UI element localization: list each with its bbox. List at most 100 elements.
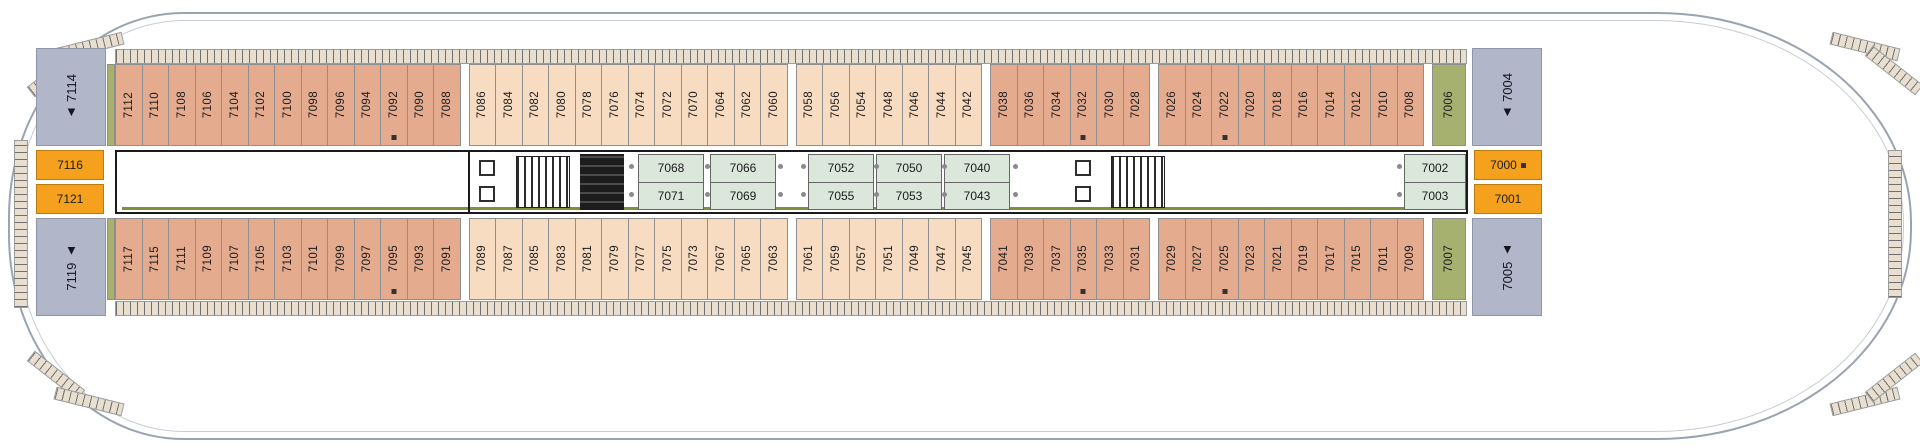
cabin-7057[interactable]: 7057: [848, 218, 876, 300]
cabin-7021[interactable]: 7021: [1264, 218, 1292, 300]
cabin-7072[interactable]: 7072: [654, 64, 682, 146]
cabin-7010[interactable]: 7010: [1370, 64, 1398, 146]
cabin-7098[interactable]: 7098: [300, 64, 328, 146]
cabin-7039[interactable]: 7039: [1016, 218, 1044, 300]
cabin-7093[interactable]: 7093: [406, 218, 434, 300]
cabin-7051[interactable]: 7051: [875, 218, 903, 300]
cabin-7069[interactable]: 7069: [711, 183, 775, 210]
cabin-7058[interactable]: 7058: [795, 64, 823, 146]
cabin-7015[interactable]: 7015: [1343, 218, 1371, 300]
cabin-7026[interactable]: 7026: [1158, 64, 1186, 146]
cabin-7004[interactable]: ▲ 7004: [1472, 48, 1542, 146]
cabin-7032[interactable]: 7032: [1069, 64, 1097, 146]
cabin-7053[interactable]: 7053: [877, 183, 941, 210]
cabin-7029[interactable]: 7029: [1158, 218, 1186, 300]
cabin-7077[interactable]: 7077: [627, 218, 655, 300]
cabin-7105[interactable]: 7105: [247, 218, 275, 300]
cabin-7049[interactable]: 7049: [901, 218, 929, 300]
cabin-7121[interactable]: 7121: [36, 184, 104, 214]
cabin-7061[interactable]: 7061: [795, 218, 823, 300]
cabin-7008[interactable]: 7008: [1396, 64, 1424, 146]
cabin-7085[interactable]: 7085: [521, 218, 549, 300]
cabin-7025[interactable]: 7025: [1211, 218, 1239, 300]
cabin-7071[interactable]: 7071: [639, 183, 703, 210]
cabin-7084[interactable]: 7084: [495, 64, 523, 146]
cabin-7116[interactable]: 7116: [36, 150, 104, 180]
cabin-7055[interactable]: 7055: [809, 183, 873, 210]
cabin-7066[interactable]: 7066: [711, 155, 775, 183]
cabin-7106[interactable]: 7106: [194, 64, 222, 146]
cabin-7083[interactable]: 7083: [548, 218, 576, 300]
cabin-7104[interactable]: 7104: [221, 64, 249, 146]
cabin-7020[interactable]: 7020: [1237, 64, 1265, 146]
cabin-7003[interactable]: 7003: [1405, 183, 1465, 210]
cabin-7119[interactable]: 7119 ▲: [36, 218, 106, 316]
cabin-7101[interactable]: 7101: [300, 218, 328, 300]
cabin-7042[interactable]: 7042: [954, 64, 982, 146]
cabin-7018[interactable]: 7018: [1264, 64, 1292, 146]
cabin-7108[interactable]: 7108: [168, 64, 196, 146]
cabin-7075[interactable]: 7075: [654, 218, 682, 300]
cabin-7067[interactable]: 7067: [707, 218, 735, 300]
cabin-7043[interactable]: 7043: [945, 183, 1009, 210]
cabin-7060[interactable]: 7060: [760, 64, 788, 146]
cabin-7000[interactable]: 7000: [1474, 150, 1542, 180]
cabin-7030[interactable]: 7030: [1096, 64, 1124, 146]
cabin-7059[interactable]: 7059: [822, 218, 850, 300]
cabin-7087[interactable]: 7087: [495, 218, 523, 300]
cabin-7045[interactable]: 7045: [954, 218, 982, 300]
cabin-7002[interactable]: 7002: [1405, 155, 1465, 183]
cabin-7062[interactable]: 7062: [733, 64, 761, 146]
cabin-7056[interactable]: 7056: [822, 64, 850, 146]
cabin-7079[interactable]: 7079: [601, 218, 629, 300]
cabin-7024[interactable]: 7024: [1184, 64, 1212, 146]
cabin-7111[interactable]: 7111: [168, 218, 196, 300]
cabin-7047[interactable]: 7047: [928, 218, 956, 300]
cabin-7112[interactable]: 7112: [115, 64, 143, 146]
cabin-7009[interactable]: 7009: [1396, 218, 1424, 300]
cabin-7006[interactable]: 7006: [1432, 64, 1466, 146]
cabin-7023[interactable]: 7023: [1237, 218, 1265, 300]
cabin-7019[interactable]: 7019: [1290, 218, 1318, 300]
cabin-7073[interactable]: 7073: [680, 218, 708, 300]
cabin-7035[interactable]: 7035: [1069, 218, 1097, 300]
cabin-7103[interactable]: 7103: [274, 218, 302, 300]
cabin-7090[interactable]: 7090: [406, 64, 434, 146]
cabin-7107[interactable]: 7107: [221, 218, 249, 300]
cabin-7033[interactable]: 7033: [1096, 218, 1124, 300]
cabin-7091[interactable]: 7091: [433, 218, 461, 300]
cabin-7117[interactable]: 7117: [115, 218, 143, 300]
cabin-7041[interactable]: 7041: [990, 218, 1018, 300]
cabin-7065[interactable]: 7065: [733, 218, 761, 300]
cabin-7044[interactable]: 7044: [928, 64, 956, 146]
cabin-7094[interactable]: 7094: [353, 64, 381, 146]
cabin-7099[interactable]: 7099: [327, 218, 355, 300]
cabin-7088[interactable]: 7088: [433, 64, 461, 146]
cabin-7074[interactable]: 7074: [627, 64, 655, 146]
cabin-7080[interactable]: 7080: [548, 64, 576, 146]
cabin-7114[interactable]: ▲ 7114: [36, 48, 106, 146]
cabin-7050[interactable]: 7050: [877, 155, 941, 183]
cabin-7001[interactable]: 7001: [1474, 184, 1542, 214]
cabin-7095[interactable]: 7095: [380, 218, 408, 300]
cabin-7038[interactable]: 7038: [990, 64, 1018, 146]
cabin-7100[interactable]: 7100: [274, 64, 302, 146]
cabin-7109[interactable]: 7109: [194, 218, 222, 300]
cabin-7036[interactable]: 7036: [1016, 64, 1044, 146]
cabin-7096[interactable]: 7096: [327, 64, 355, 146]
cabin-7052[interactable]: 7052: [809, 155, 873, 183]
cabin-7082[interactable]: 7082: [521, 64, 549, 146]
cabin-7078[interactable]: 7078: [574, 64, 602, 146]
cabin-7089[interactable]: 7089: [468, 218, 496, 300]
cabin-7076[interactable]: 7076: [601, 64, 629, 146]
cabin-7097[interactable]: 7097: [353, 218, 381, 300]
cabin-7070[interactable]: 7070: [680, 64, 708, 146]
cabin-7092[interactable]: 7092: [380, 64, 408, 146]
cabin-7046[interactable]: 7046: [901, 64, 929, 146]
cabin-7068[interactable]: 7068: [639, 155, 703, 183]
cabin-7063[interactable]: 7063: [760, 218, 788, 300]
cabin-7054[interactable]: 7054: [848, 64, 876, 146]
cabin-7005[interactable]: 7005 ▲: [1472, 218, 1542, 316]
cabin-7037[interactable]: 7037: [1043, 218, 1071, 300]
cabin-7012[interactable]: 7012: [1343, 64, 1371, 146]
